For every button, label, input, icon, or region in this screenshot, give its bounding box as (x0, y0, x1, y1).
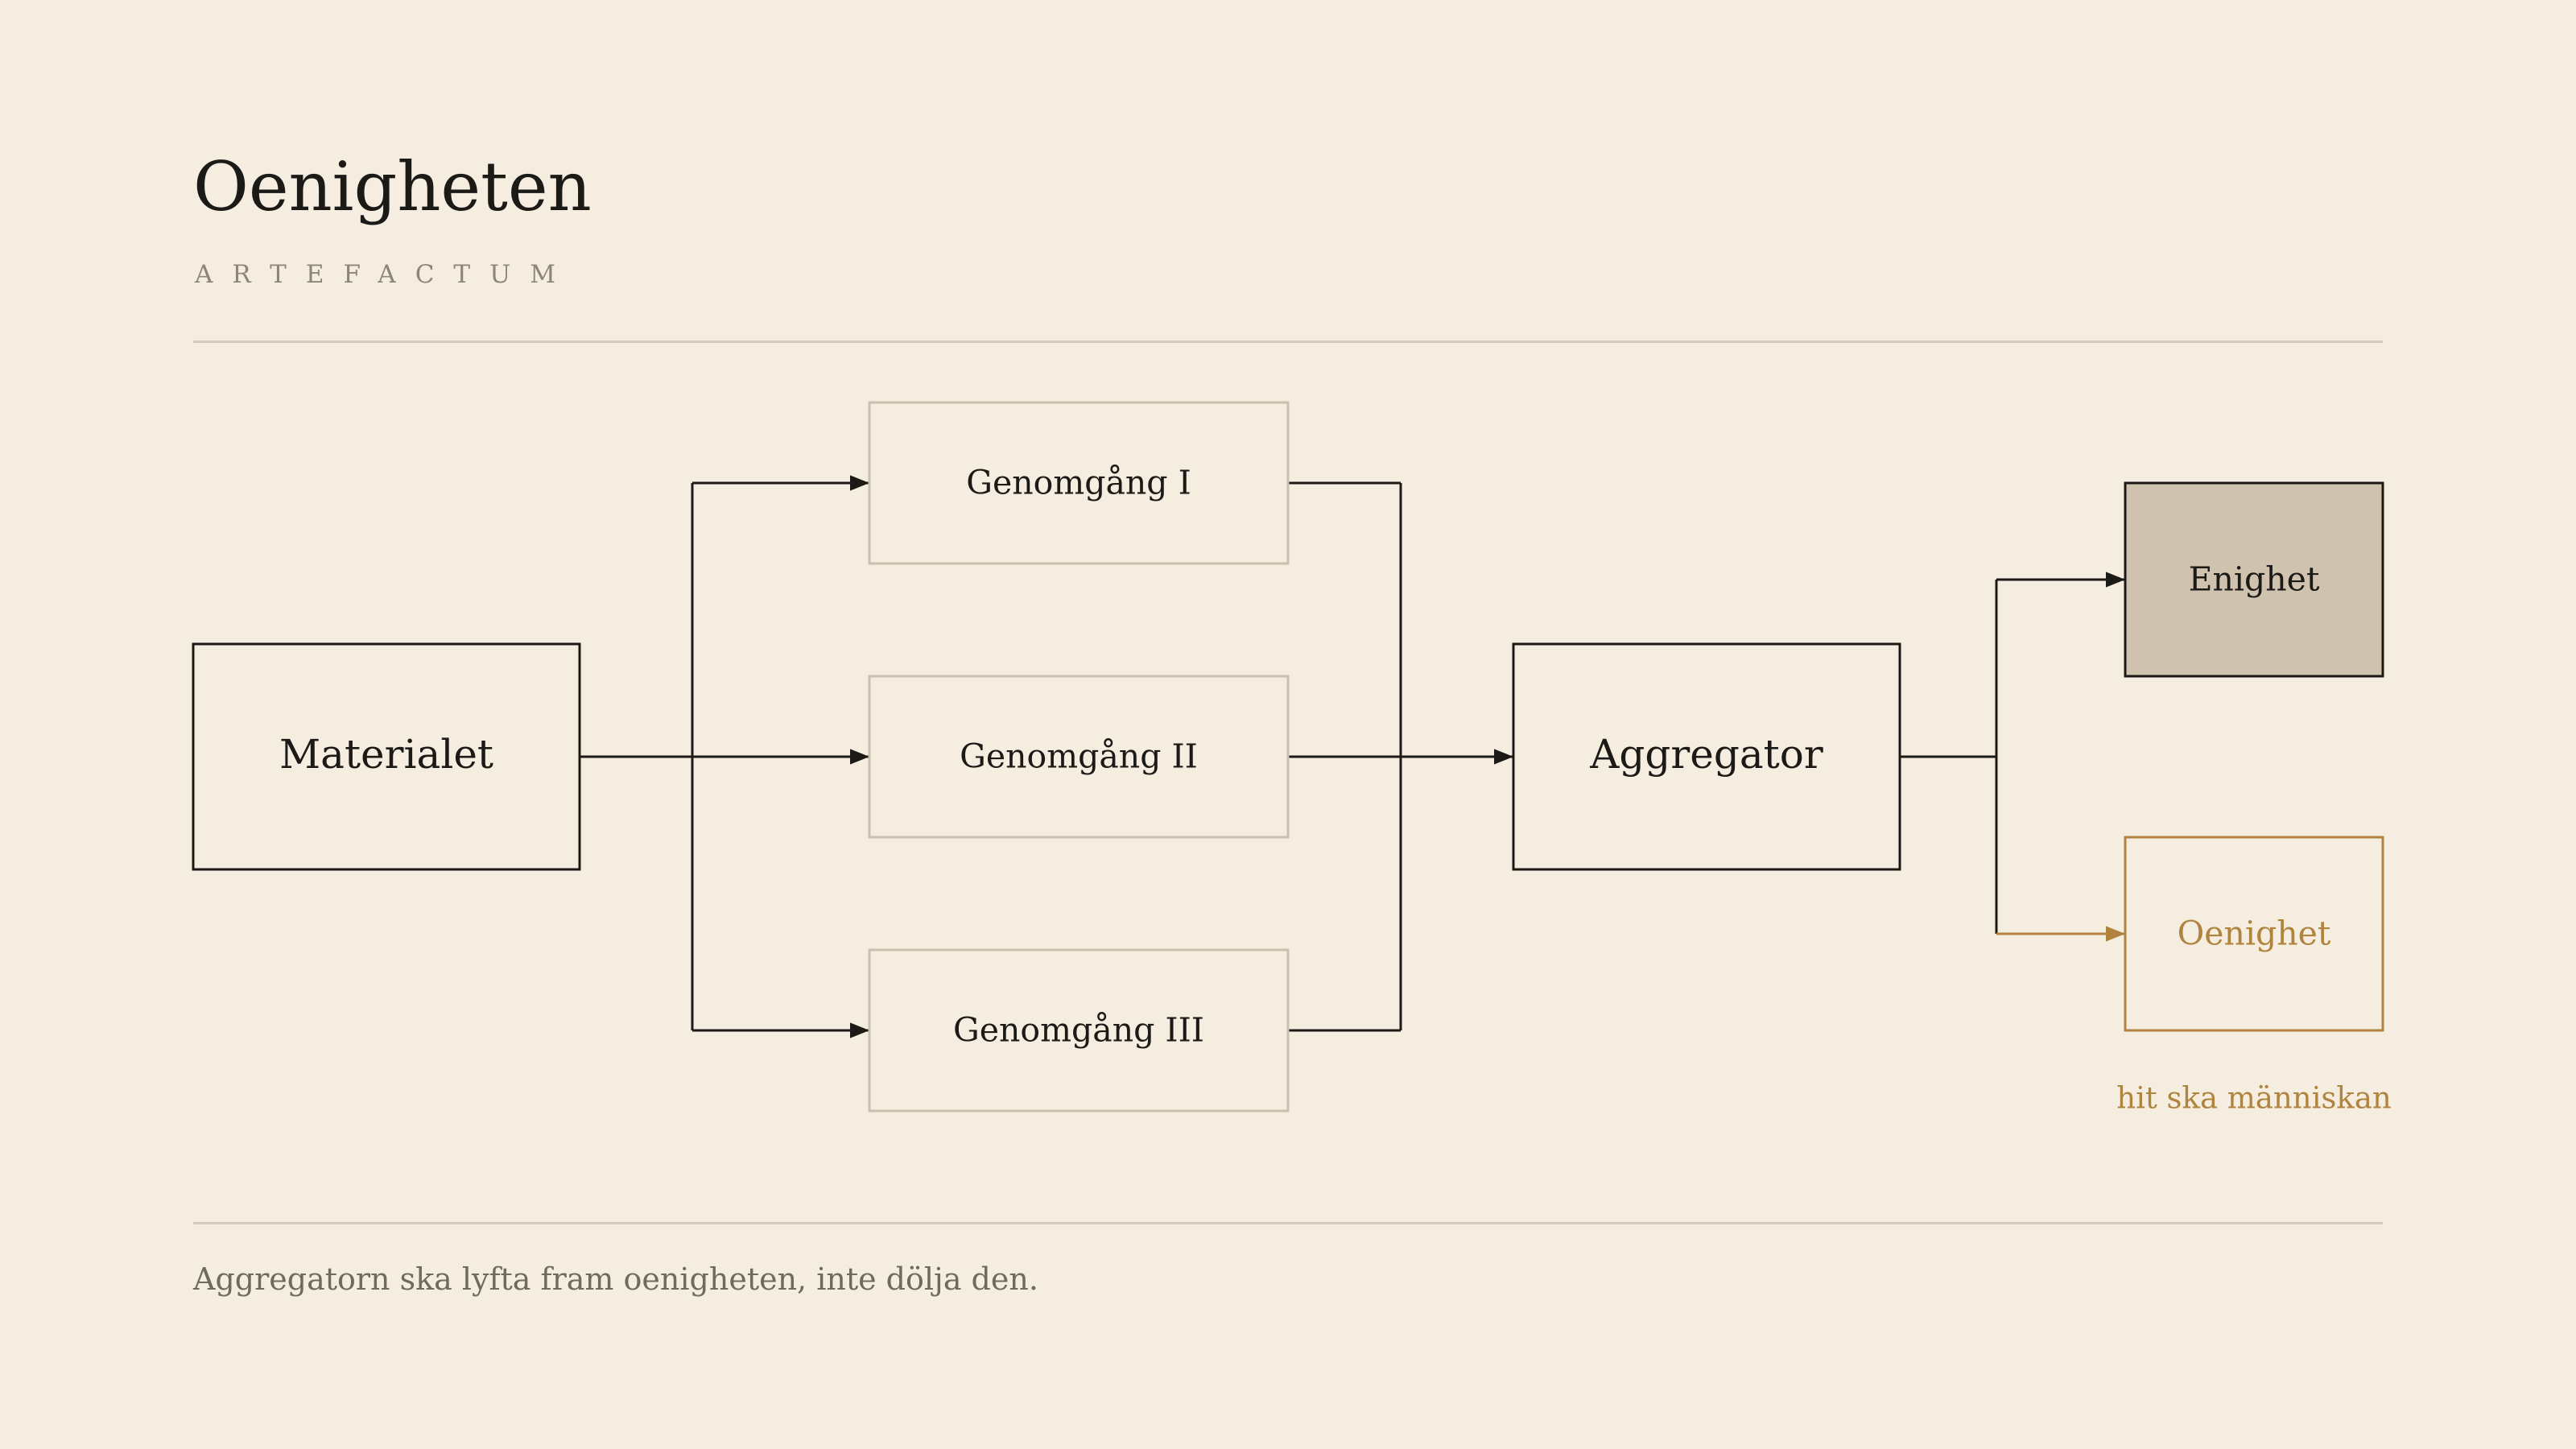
node-agreement-label: Enighet (2189, 560, 2320, 599)
human-annotation: hit ska människan (2116, 1081, 2391, 1116)
node-aggregator-label: Aggregator (1589, 731, 1823, 778)
node-pass-2: Genomgång II (868, 675, 1290, 839)
node-source-label: Materialet (279, 731, 493, 778)
node-pass-1-label: Genomgång I (966, 464, 1191, 502)
node-aggregator: Aggregator (1512, 642, 1901, 871)
node-disagreement-label: Oenighet (2178, 914, 2331, 953)
node-disagreement: Oenighet (2124, 836, 2384, 1032)
top-divider (193, 341, 2383, 343)
node-source: Materialet (192, 642, 581, 871)
footer-caption: Aggregatorn ska lyfta fram oenigheten, i… (193, 1261, 1038, 1297)
node-pass-2-label: Genomgång II (960, 737, 1198, 776)
page-title: Oenigheten (193, 147, 592, 226)
node-pass-3-label: Genomgång III (953, 1011, 1204, 1050)
node-agreement: Enighet (2124, 481, 2384, 678)
node-pass-1: Genomgång I (868, 401, 1290, 565)
page-subtitle: ARTEFACTUM (195, 260, 575, 289)
bottom-divider (193, 1222, 2383, 1224)
fan-out-connectors (580, 475, 869, 1038)
outcome-connectors (1900, 572, 2125, 942)
node-pass-3: Genomgång III (868, 948, 1290, 1113)
fan-in-connectors (1288, 481, 1513, 1032)
